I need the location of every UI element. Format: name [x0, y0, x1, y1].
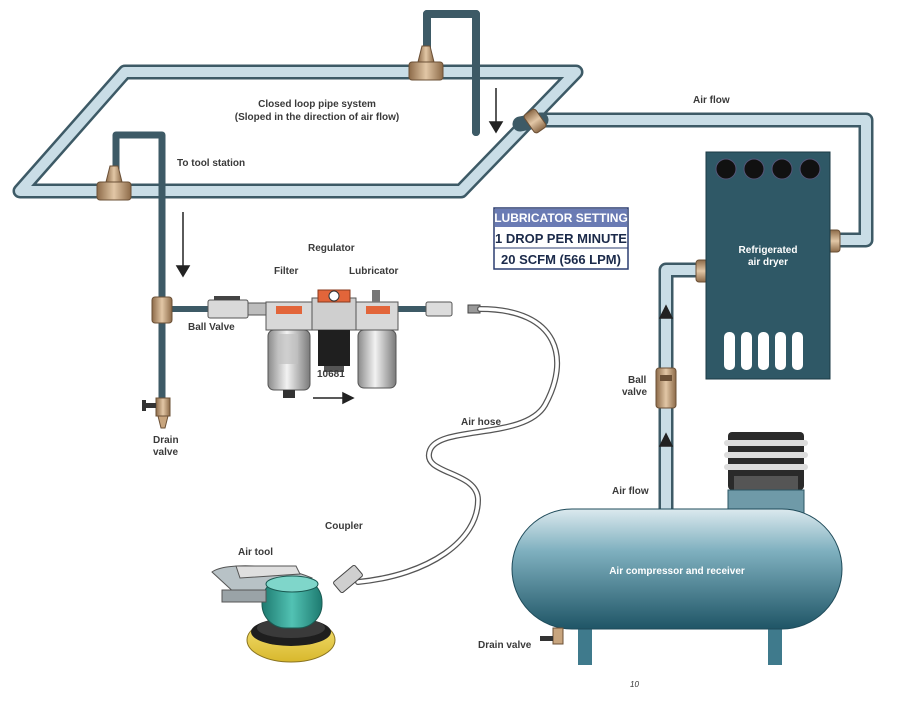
flow-arrows	[175, 88, 674, 447]
label-refrigerated-2: air dryer	[748, 257, 788, 268]
label-regulator: Regulator	[308, 243, 355, 254]
air-tool[interactable]	[211, 565, 336, 663]
air-hose	[355, 306, 561, 585]
ball-valve-right[interactable]	[655, 367, 677, 409]
label-ball-right-1: Ball	[628, 375, 647, 386]
label-part-number: 10681	[317, 369, 345, 380]
label-drain-left-2: valve	[153, 447, 178, 458]
closed-loop-pipe	[12, 64, 584, 199]
refrigerated-air-dryer	[705, 151, 831, 380]
label-refrigerated-1: Refrigerated	[739, 245, 798, 256]
label-air-tool: Air tool	[238, 547, 273, 558]
label-filter: Filter	[274, 266, 299, 277]
lubricator-setting-box: LUBRICATOR SETTING 1 DROP PER MINUTE 20 …	[493, 207, 629, 270]
coupler[interactable]	[333, 564, 363, 594]
label-ball-right-2: valve	[622, 387, 647, 398]
lubricator-setting-title: LUBRICATOR SETTING	[494, 211, 628, 225]
label-coupler: Coupler	[325, 521, 363, 532]
lubricator-setting-row-2: 20 SCFM (566 LPM)	[501, 252, 621, 267]
label-drain-left-1: Drain	[153, 435, 179, 446]
label-to-tool-station: To tool station	[177, 158, 245, 169]
ball-valve-left[interactable]	[207, 296, 269, 319]
label-closed-loop-1: Closed loop pipe system	[258, 99, 376, 110]
labels: Closed loop pipe system (Sloped in the d…	[153, 95, 797, 689]
label-closed-loop-2: (Sloped in the direction of air flow)	[235, 112, 399, 123]
label-lubricator: Lubricator	[349, 266, 399, 277]
regulator-unit	[311, 289, 357, 372]
lubricator-setting-row-1: 1 DROP PER MINUTE	[495, 231, 627, 246]
filter-unit	[265, 301, 313, 398]
loop-fittings	[96, 45, 841, 324]
air-compressor	[511, 432, 843, 665]
page-number: 10	[630, 680, 639, 689]
label-air-flow-top: Air flow	[693, 95, 730, 106]
frl-unit	[265, 289, 481, 398]
label-air-flow-right: Air flow	[612, 486, 649, 497]
label-air-hose: Air hose	[461, 417, 501, 428]
drain-valve-left[interactable]	[142, 397, 171, 429]
label-ball-valve-left: Ball Valve	[188, 322, 235, 333]
lubricator-unit	[355, 290, 399, 389]
label-compressor: Air compressor and receiver	[609, 566, 745, 577]
label-drain-bottom: Drain valve	[478, 640, 532, 651]
